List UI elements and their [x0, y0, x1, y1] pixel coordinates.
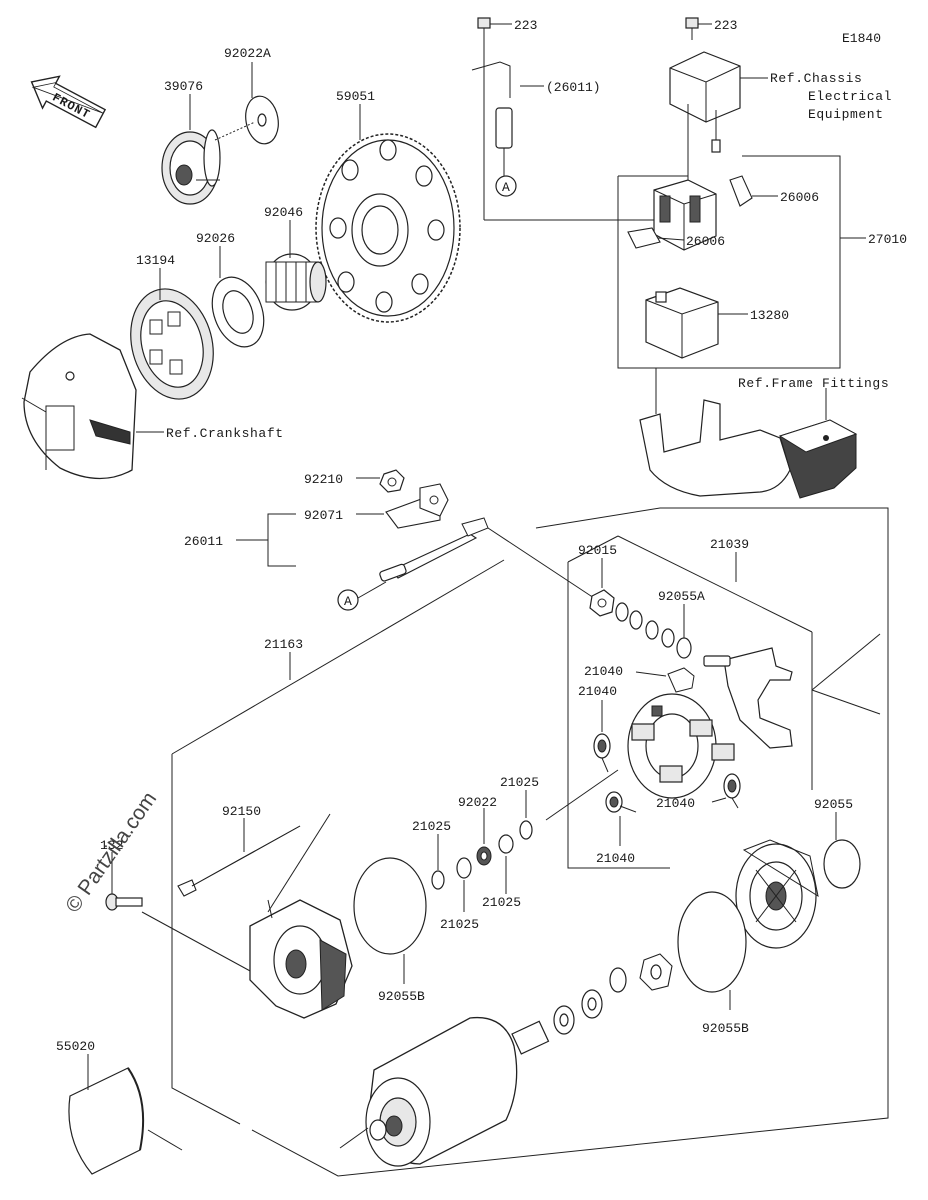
ref-chassis-1: Ref.Chassis [770, 71, 862, 86]
fuse-26006-bottom-icon [627, 227, 661, 249]
front-arrow-icon: FRONT [30, 75, 107, 129]
label-26006-bottom: 26006 [686, 234, 725, 249]
label-92210: 92210 [304, 472, 343, 487]
fuse-26006-top-icon [729, 175, 753, 207]
label-27010: 27010 [868, 232, 907, 247]
rear-cover-icon [735, 839, 819, 949]
washer-21025-d-icon [519, 820, 533, 840]
label-26006-top: 26006 [780, 190, 819, 205]
label-92015: 92015 [578, 543, 617, 558]
label-92055B-right: 92055B [702, 1021, 749, 1036]
label-21025-a: 21025 [412, 819, 451, 834]
ref-chassis-3: Equipment [808, 107, 884, 122]
flywheel-icon [21, 333, 137, 480]
wire-26011-icon [471, 61, 513, 160]
marker-a-bottom-icon [337, 589, 359, 611]
label-21039: 21039 [710, 537, 749, 552]
label-92055: 92055 [814, 797, 853, 812]
label-21040-d: 21040 [596, 851, 635, 866]
label-92022A: 92022A [224, 46, 271, 61]
label-21040-b: 21040 [578, 684, 617, 699]
marker-a-bottom-label: A [344, 594, 352, 609]
shaft-washers-icon [553, 953, 673, 1035]
screw-132-icon [105, 893, 143, 911]
washer-21025-b-icon [456, 857, 472, 879]
label-55020: 55020 [56, 1039, 95, 1054]
diagram-id: E1840 [842, 31, 881, 46]
label-21025-c: 21025 [482, 895, 521, 910]
starter-yoke-icon [365, 1016, 550, 1167]
gear-59051-icon [315, 133, 461, 323]
oring-92055B-right-icon [677, 891, 747, 993]
chassis-box-icon [669, 51, 741, 153]
front-cover-icon [249, 899, 353, 1019]
spring-21040-bottom-icon [605, 791, 637, 813]
cover-13280-icon [645, 287, 719, 359]
label-223-left: 223 [514, 18, 537, 33]
label-59051: 59051 [336, 89, 375, 104]
terminal-21040-icon [667, 667, 695, 693]
label-92150: 92150 [222, 804, 261, 819]
spring-21040-left-icon [593, 733, 611, 773]
label-92055B-left: 92055B [378, 989, 425, 1004]
bearing-92046-icon [265, 253, 327, 311]
label-92071: 92071 [304, 508, 343, 523]
washer-21025-a-icon [431, 870, 445, 890]
marker-a-top-icon [495, 175, 517, 197]
bolt-223-right-icon [685, 17, 699, 40]
oring-92055-icon [823, 839, 861, 889]
washer-stack-icon [615, 602, 692, 659]
spring-21040-right-icon [723, 773, 741, 809]
oring-92055B-left-icon [353, 857, 427, 955]
clutch-13194-icon [130, 288, 214, 400]
lead-26011-icon [379, 517, 489, 582]
ref-chassis-2: Electrical [808, 89, 892, 104]
label-223-right: 223 [714, 18, 737, 33]
label-92022: 92022 [458, 795, 497, 810]
gear-39076-icon [161, 129, 221, 205]
marker-a-top-label: A [502, 180, 510, 195]
label-26011-wire: (26011) [546, 80, 601, 95]
label-39076: 39076 [164, 79, 203, 94]
cover-55020-icon [68, 1067, 145, 1175]
label-92046: 92046 [264, 205, 303, 220]
brush-plate-icon [627, 693, 735, 799]
label-132: 132 [100, 838, 123, 853]
washer-92022A-icon [245, 95, 279, 145]
label-21040-a: 21040 [584, 664, 623, 679]
label-26011: 26011 [184, 534, 223, 549]
label-92026: 92026 [196, 231, 235, 246]
label-21025-b: 21025 [440, 917, 479, 932]
bolt-223-icon [477, 17, 491, 40]
nut-92210-icon [379, 469, 405, 493]
label-13280: 13280 [750, 308, 789, 323]
label-92055A: 92055A [658, 589, 705, 604]
frame-fitting-icon [639, 399, 858, 499]
brush-bracket-icon [703, 647, 793, 749]
ref-frame-fittings: Ref.Frame Fittings [738, 376, 889, 391]
cap-92071-icon [385, 483, 449, 529]
washer-21025-c-icon [498, 834, 514, 854]
label-21163: 21163 [264, 637, 303, 652]
bolt-92150-icon [177, 825, 301, 897]
washer-92026-icon [211, 276, 265, 348]
label-13194: 13194 [136, 253, 175, 268]
label-21040-c: 21040 [656, 796, 695, 811]
ref-crankshaft: Ref.Crankshaft [166, 426, 284, 441]
nut-92015-icon [589, 589, 615, 617]
label-21025-d: 21025 [500, 775, 539, 790]
